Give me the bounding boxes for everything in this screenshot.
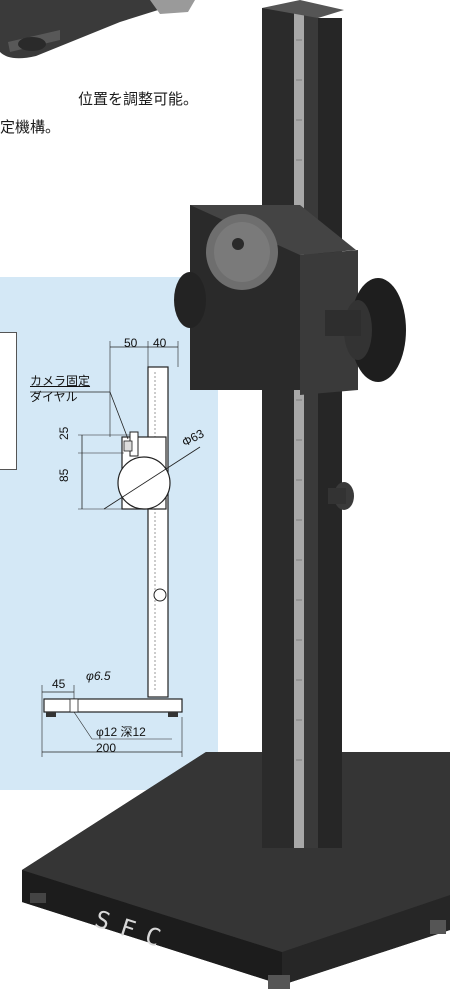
callout-camera-dial-line2: ダイヤル [30, 390, 78, 404]
dim-top-right: 40 [153, 336, 167, 350]
feature-text-line1: 位置を調整可能。 [78, 90, 199, 108]
dim-base-width: 200 [96, 741, 117, 755]
callout-camera-dial-line1: カメラ固定 [30, 374, 91, 388]
dim-top-left: 50 [124, 336, 138, 350]
dim-base-offset: 45 [52, 677, 66, 691]
dimension-drawing [30, 341, 201, 757]
dim-hole-small: φ6.5 [86, 669, 111, 683]
spec-box [0, 332, 17, 470]
partial-product-photo [0, 0, 195, 59]
feature-text-line2: 定機構。 [0, 118, 61, 136]
dim-hole-counterbore: φ12 深12 [96, 725, 146, 739]
